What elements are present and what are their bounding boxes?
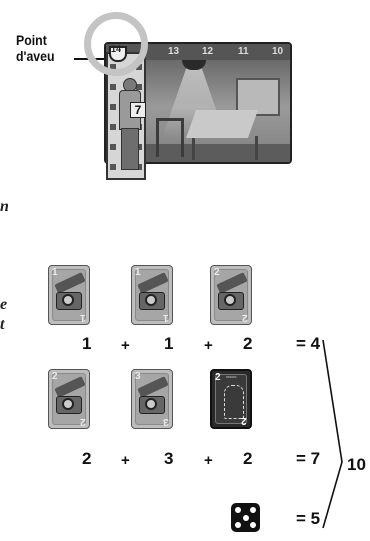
card-value-bottom: 2 xyxy=(242,312,248,323)
evidence-card: 2 2 xyxy=(210,265,252,325)
total-brace: 10 xyxy=(320,330,370,535)
card-value-bottom: 2 xyxy=(80,416,86,427)
plus-sign: + xyxy=(121,337,130,354)
suspect-number-sign: 7 xyxy=(130,102,146,118)
card-value-bottom: 1 xyxy=(163,312,169,323)
row-total: = 4 xyxy=(296,334,320,354)
card-value: 2 xyxy=(82,449,91,469)
card-value-bottom: 2 xyxy=(241,415,247,426)
track-number: 11 xyxy=(238,46,249,57)
suspect-legs xyxy=(121,128,139,170)
plus-sign: + xyxy=(204,452,213,469)
film-hole xyxy=(110,144,116,150)
card-value-bottom: 3 xyxy=(163,416,169,427)
callout-label-line2: d'aveu xyxy=(16,48,55,64)
card-value: 2 xyxy=(243,334,252,354)
special-card: ≡≡≡≡≡≡ 2 2 xyxy=(210,369,252,429)
card-value-top: 2 xyxy=(52,371,58,382)
chair-icon xyxy=(156,118,184,157)
film-hole xyxy=(110,164,116,170)
film-hole xyxy=(110,124,116,130)
evidence-card: 2 2 xyxy=(48,369,90,429)
track-number: 10 xyxy=(272,46,283,57)
card-value-top: 1 xyxy=(135,267,141,278)
table-legs xyxy=(192,136,258,160)
card-fine-print: ≡≡≡≡≡≡ xyxy=(226,375,250,379)
evidence-card: 1 1 xyxy=(131,265,173,325)
suspect-figure: 7 xyxy=(118,78,140,170)
card-value-bottom: 1 xyxy=(80,312,86,323)
card-value: 1 xyxy=(82,334,91,354)
track-number: 12 xyxy=(202,46,213,57)
card-value: 3 xyxy=(164,449,173,469)
evidence-card: 1 1 xyxy=(48,265,90,325)
film-hole xyxy=(110,84,116,90)
die-five-icon xyxy=(231,503,260,532)
evidence-card: 3 3 xyxy=(131,369,173,429)
plus-sign: + xyxy=(204,337,213,354)
table-icon xyxy=(186,110,258,138)
silhouette-icon xyxy=(224,385,244,419)
film-hole xyxy=(110,104,116,110)
card-value-top: 2 xyxy=(214,267,220,278)
callout-label: Point d'aveu xyxy=(16,32,55,64)
card-value-top: 3 xyxy=(135,371,141,382)
margin-text-fragment: t xyxy=(0,316,4,334)
callout-label-line1: Point xyxy=(16,32,55,48)
grand-total: 10 xyxy=(347,455,366,474)
row-total: = 7 xyxy=(296,449,320,469)
camera-lens-icon xyxy=(145,398,157,410)
card-value: 2 xyxy=(243,449,252,469)
card-value: 1 xyxy=(164,334,173,354)
card-value-top: 2 xyxy=(215,372,221,383)
card-value-top: 1 xyxy=(52,267,58,278)
row-total: = 5 xyxy=(296,509,320,529)
track-number: 13 xyxy=(168,46,179,57)
camera-lens-icon xyxy=(62,294,74,306)
camera-lens-icon xyxy=(145,294,157,306)
confession-point-value: 14 xyxy=(111,44,121,54)
margin-text-fragment: n xyxy=(0,198,9,216)
plus-sign: + xyxy=(121,452,130,469)
margin-text-fragment: e xyxy=(0,296,7,314)
camera-lens-icon xyxy=(62,398,74,410)
camera-lens-icon xyxy=(224,294,236,306)
